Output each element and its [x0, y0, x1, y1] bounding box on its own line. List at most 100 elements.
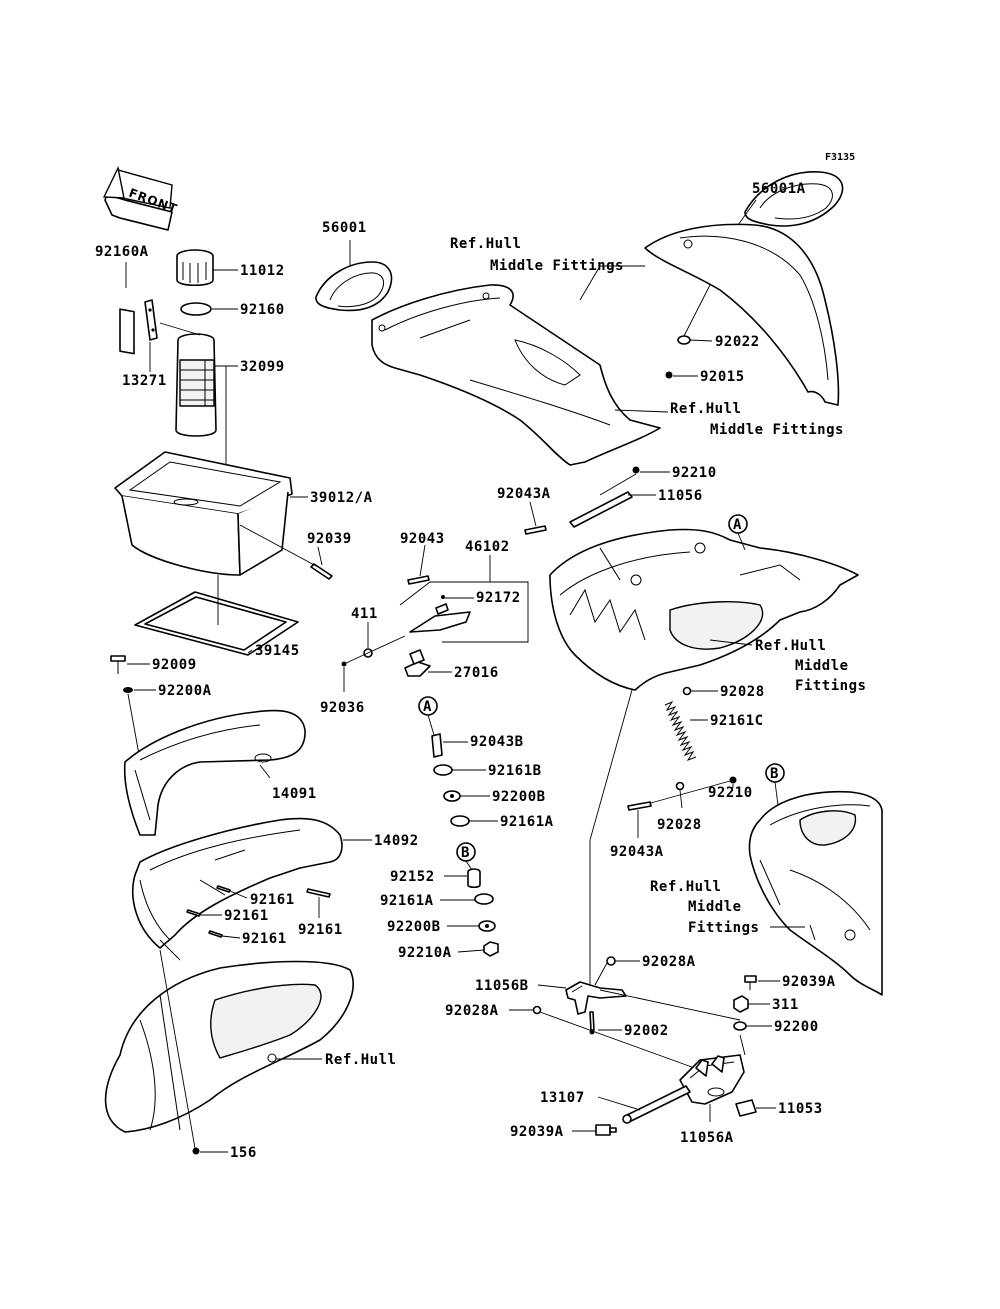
label-92039: 92039 — [307, 531, 352, 547]
label-92200B-top: 92200B — [492, 789, 546, 805]
label-11056B: 11056B — [475, 978, 529, 994]
part-92022 — [677, 335, 691, 345]
part-92172 — [409, 595, 471, 633]
part-92039A-top — [744, 975, 757, 990]
part-92160 — [180, 302, 212, 316]
ref-hull-top-line1: Ref.Hull — [450, 236, 521, 252]
label-92002: 92002 — [624, 1023, 669, 1039]
label-11012: 11012 — [240, 263, 285, 279]
ref-hull-mid-2: Middle — [795, 658, 849, 674]
label-92028A-top: 92028A — [642, 954, 696, 970]
label-92210-mid: 92210 — [708, 785, 753, 801]
label-92022: 92022 — [715, 334, 760, 350]
label-311: 311 — [772, 997, 799, 1013]
svg-text:B: B — [461, 845, 470, 861]
part-92028-top — [682, 686, 692, 696]
part-14092 — [132, 817, 343, 961]
callout-A-center: A — [418, 696, 438, 716]
ref-hull-right-line1: Ref.Hull — [670, 401, 741, 417]
label-156: 156 — [230, 1145, 257, 1161]
label-92161-c: 92161 — [242, 931, 287, 947]
part-32099 — [175, 333, 217, 437]
part-13271 — [144, 299, 158, 341]
part-92210-mid — [729, 776, 737, 784]
part-92200B-top — [443, 790, 461, 802]
hull-middle-fittings-mid — [549, 528, 859, 691]
label-11056: 11056 — [658, 488, 703, 504]
part-92161B — [433, 764, 453, 776]
part-92161C-spring — [664, 700, 697, 761]
part-311 — [733, 995, 749, 1013]
label-11056A: 11056A — [680, 1130, 734, 1146]
label-32099: 32099 — [240, 359, 285, 375]
ref-hull-b-3: Fittings — [688, 920, 759, 936]
label-92210A: 92210A — [398, 945, 452, 961]
label-92043A-top: 92043A — [497, 486, 551, 502]
label-56001: 56001 — [322, 220, 367, 236]
part-92210-top — [632, 466, 640, 474]
svg-text:A: A — [733, 517, 742, 533]
part-156 — [192, 1147, 200, 1155]
part-92210A — [483, 941, 499, 957]
part-92028-mid — [675, 781, 685, 791]
ref-hull-b-1: Ref.Hull — [650, 879, 721, 895]
part-11056 — [569, 491, 633, 528]
ref-hull-mid-3: Fittings — [795, 678, 866, 694]
label-14091: 14091 — [272, 786, 317, 802]
label-92172: 92172 — [476, 590, 521, 606]
label-92039A-top: 92039A — [782, 974, 836, 990]
callout-B-right: B — [765, 763, 785, 783]
part-92028A-low — [532, 1005, 542, 1015]
part-92152 — [467, 868, 481, 889]
label-92161A-low: 92161A — [380, 893, 434, 909]
label-92161B: 92161B — [488, 763, 542, 779]
part-27016 — [404, 649, 431, 677]
part-11056A — [679, 1054, 745, 1105]
svg-text:A: A — [423, 699, 432, 715]
part-13107 — [622, 1085, 691, 1124]
label-92161-a: 92161 — [250, 892, 295, 908]
part-92028A-top — [606, 956, 616, 966]
hull-ref-bottom — [104, 960, 354, 1133]
part-92200A — [123, 687, 133, 693]
part-92043A-top — [524, 525, 547, 535]
label-39145: 39145 — [255, 643, 300, 659]
label-92043: 92043 — [400, 531, 445, 547]
hull-middle-fittings-b — [748, 790, 883, 996]
label-14092: 14092 — [374, 833, 419, 849]
ref-hull-top-line2: Middle Fittings — [490, 258, 624, 274]
part-92161A-low — [474, 893, 494, 905]
label-92015: 92015 — [700, 369, 745, 385]
part-92039 — [310, 563, 333, 580]
ref-hull-mid-1: Ref.Hull — [755, 638, 826, 654]
label-11053: 11053 — [778, 1101, 823, 1117]
part-39145 — [134, 591, 299, 656]
label-13271: 13271 — [122, 373, 167, 389]
label-92200A: 92200A — [158, 683, 212, 699]
part-11053 — [735, 1099, 757, 1117]
label-92160A: 92160A — [95, 244, 149, 260]
label-46102: 46102 — [465, 539, 510, 555]
callout-B-center: B — [456, 842, 476, 862]
callout-A-right: A — [728, 514, 748, 534]
label-92043A-mid: 92043A — [610, 844, 664, 860]
label-39012A: 39012/A — [310, 490, 373, 506]
label-92161C: 92161C — [710, 713, 764, 729]
label-13107: 13107 — [540, 1090, 585, 1106]
part-92160A — [119, 308, 135, 355]
front-arrow-icon: FRONT — [102, 165, 180, 231]
label-56001A: 56001A — [752, 181, 806, 197]
part-92043B — [431, 733, 443, 758]
part-14091 — [123, 709, 306, 836]
part-92200B-low — [478, 920, 496, 932]
label-92028-top: 92028 — [720, 684, 765, 700]
part-92043A-mid — [627, 801, 652, 811]
part-39012A — [114, 451, 293, 576]
ref-hull-bottom-label: Ref.Hull — [325, 1052, 396, 1068]
figure-code: F3135 — [825, 152, 855, 163]
label-92036: 92036 — [320, 700, 365, 716]
lever-box-46102 — [399, 581, 529, 643]
part-92043 — [407, 575, 430, 585]
label-92039A-low: 92039A — [510, 1124, 564, 1140]
